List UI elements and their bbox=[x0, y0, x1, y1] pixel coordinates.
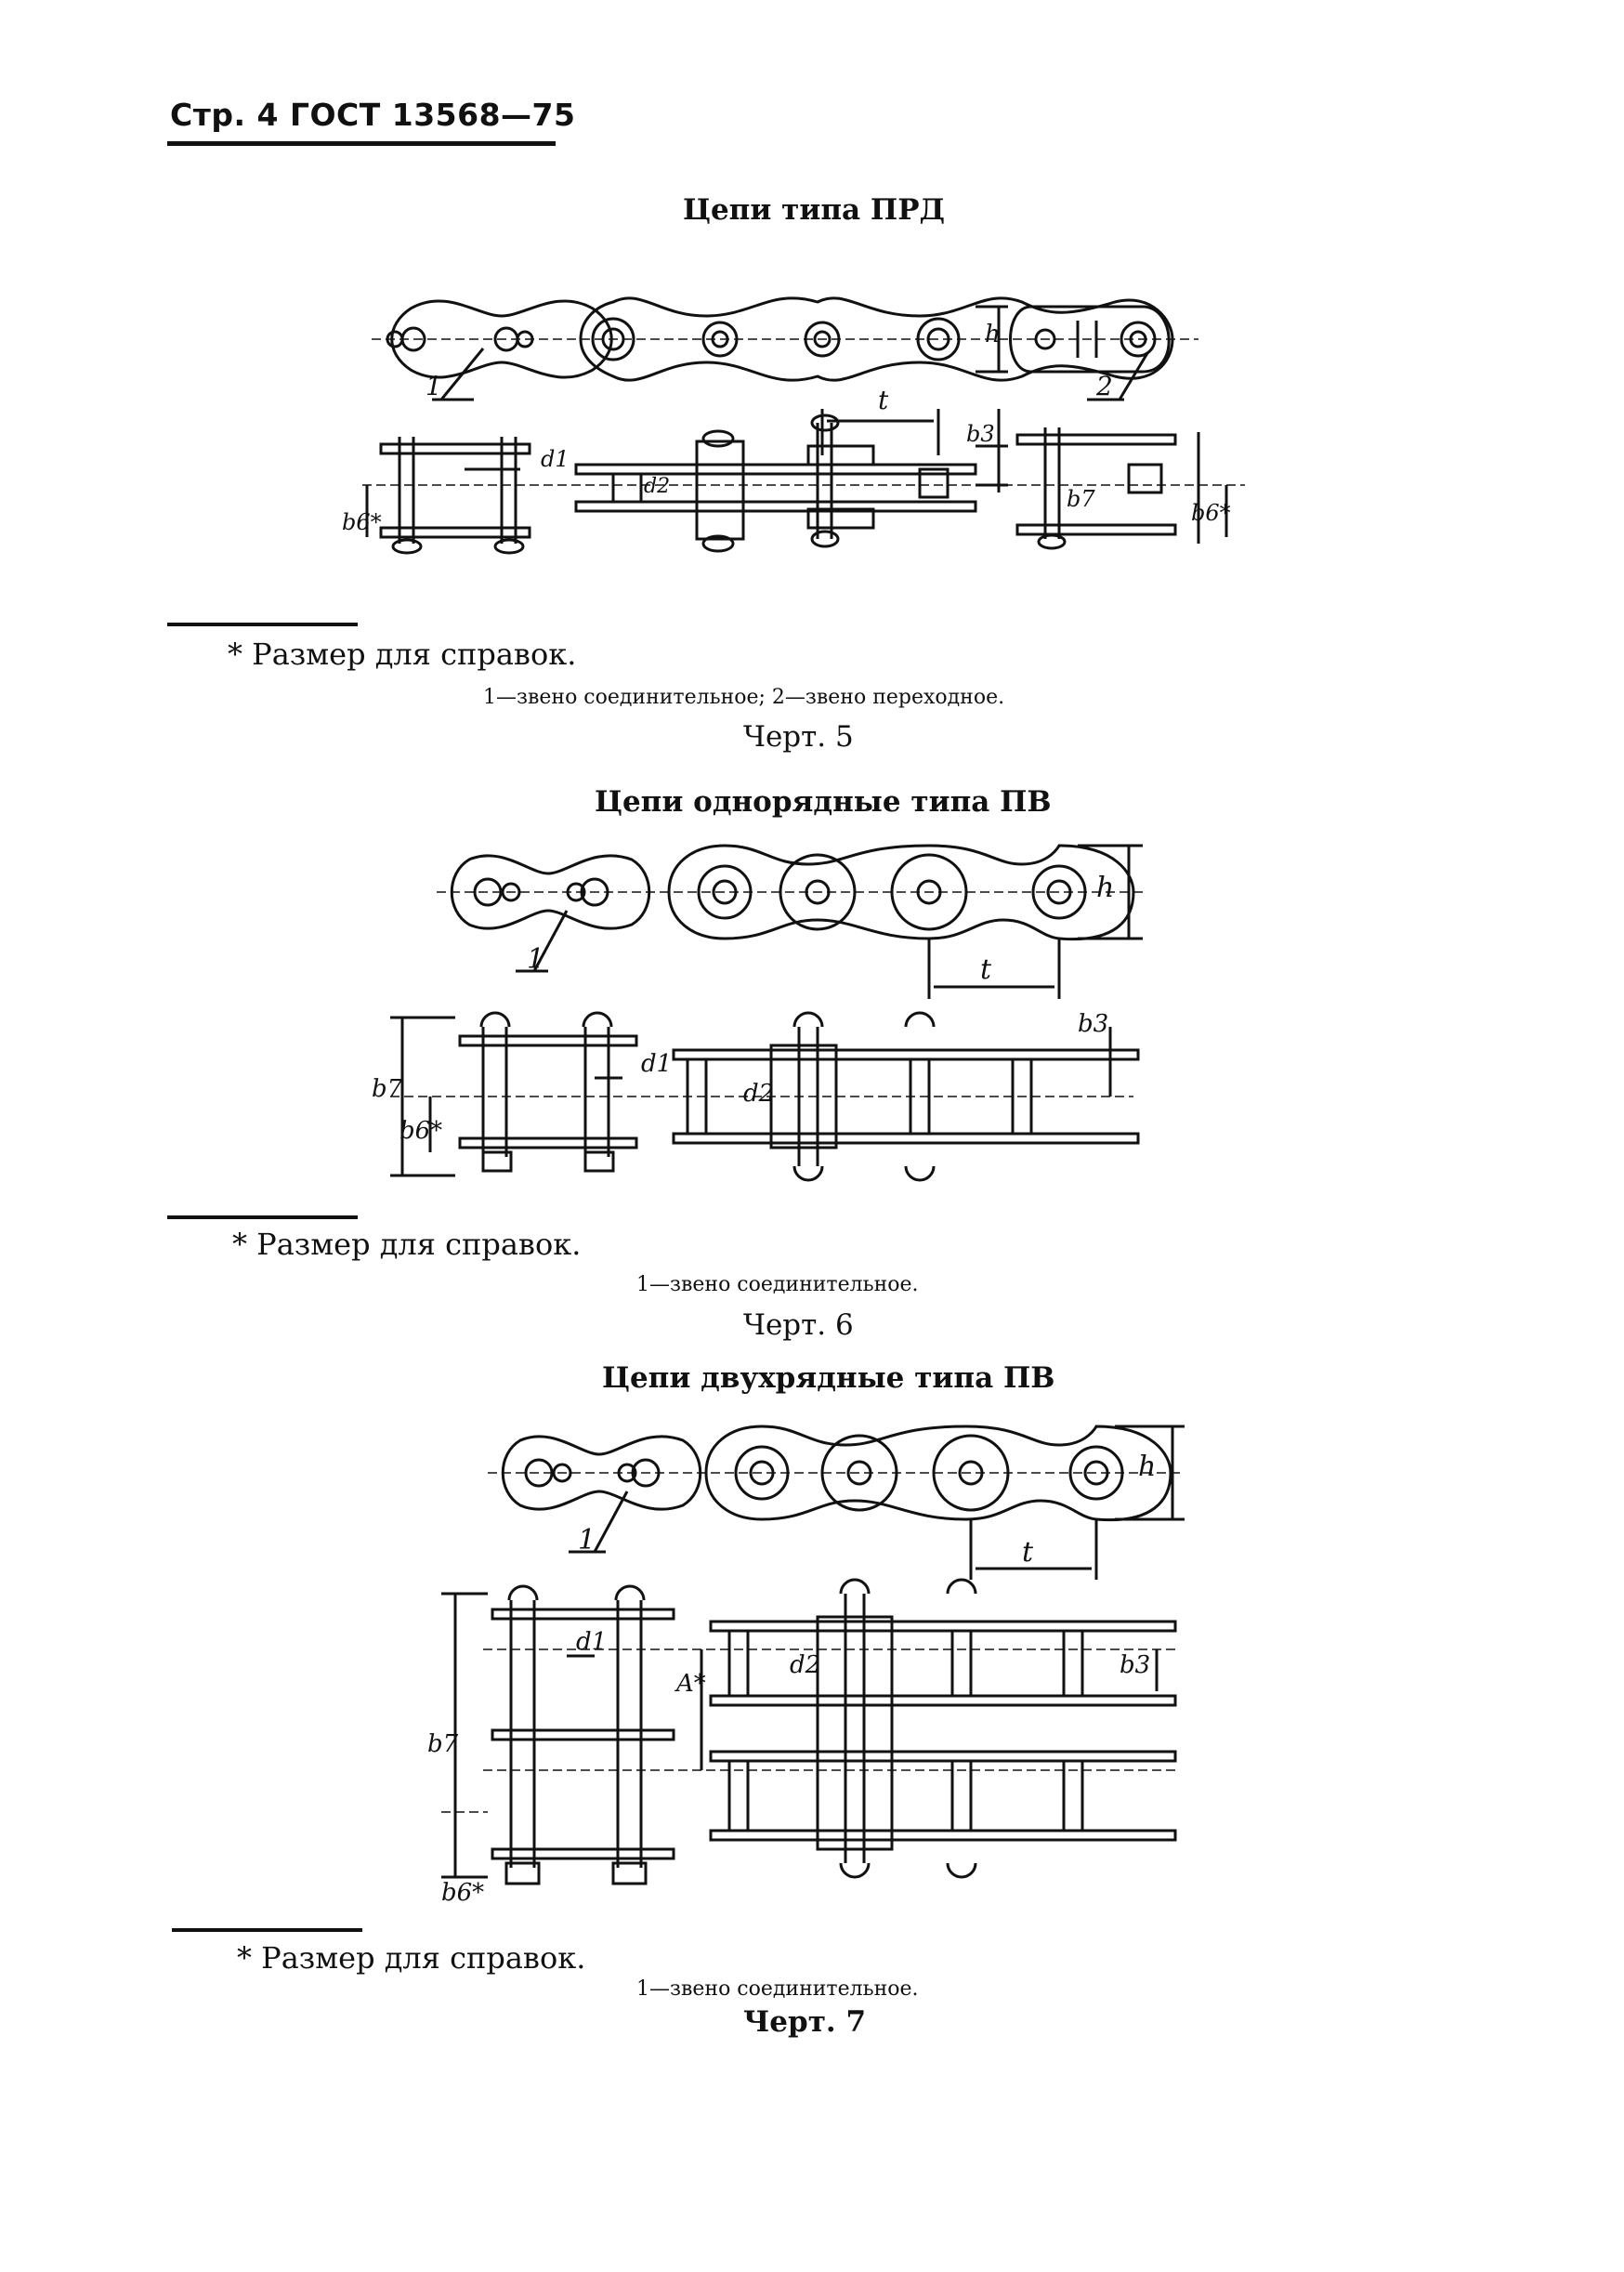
footnote-rule bbox=[167, 1215, 358, 1219]
pv2-chain-top-view bbox=[704, 1425, 1172, 1522]
dim-label-t: t bbox=[878, 385, 889, 415]
dim-label-h: h bbox=[1096, 872, 1114, 904]
dim-label-A: A* bbox=[674, 1670, 706, 1698]
figure-legend: 1—звено соединительное. bbox=[636, 1977, 919, 2001]
dim-label-h: h bbox=[985, 321, 1001, 348]
figure-legend: 1—звено соединительное. bbox=[636, 1273, 919, 1296]
drawing-pv-double: h t 1 d1 d2 b3 A* b7 b6* bbox=[427, 1425, 1185, 1907]
pv2-bottom-connecting bbox=[491, 1584, 675, 1885]
figure-legend: 1—звено соединительное; 2—звено переходн… bbox=[483, 686, 1005, 709]
dim-label-d2: d2 bbox=[790, 1651, 820, 1679]
dim-label-d2: d2 bbox=[743, 1080, 774, 1108]
drawing-pv-single: h t 1 d1 d2 b3 b7 b6* bbox=[372, 844, 1143, 1182]
prd-chain-top-view bbox=[579, 296, 1174, 382]
callout-2: 2 bbox=[1095, 371, 1113, 401]
page-header: Стр. 4 ГОСТ 13568—75 bbox=[170, 97, 576, 133]
pv1-chain-top-view bbox=[667, 844, 1135, 941]
dim-label-b6: b6* bbox=[441, 1879, 484, 1907]
footnote: * Размер для справок. bbox=[237, 1940, 586, 1976]
dim-label-b6: b6* bbox=[342, 509, 382, 535]
prd-bottom-connecting bbox=[379, 437, 531, 555]
figure-caption: Черт. 7 bbox=[743, 2005, 867, 2039]
footnote: * Размер для справок. bbox=[232, 1227, 582, 1262]
dim-label-b3: b3 bbox=[1078, 1010, 1108, 1038]
header-rule bbox=[167, 141, 556, 146]
dim-label-t: t bbox=[1022, 1536, 1034, 1569]
callout-1: 1 bbox=[527, 943, 544, 976]
pv2-bottom-main bbox=[709, 1578, 1177, 1879]
dim-label-d1: d1 bbox=[641, 1050, 672, 1078]
prd-bottom-main bbox=[574, 414, 977, 553]
dim-label-b7: b7 bbox=[372, 1075, 403, 1103]
footnote: * Размер для справок. bbox=[228, 637, 577, 672]
pv2-connecting-link-plate bbox=[501, 1435, 702, 1511]
section-title-pv-single: Цепи однорядные типа ПВ bbox=[595, 785, 1052, 819]
dim-label-b7: b7 bbox=[427, 1730, 459, 1758]
dim-label-b6: b6* bbox=[399, 1117, 442, 1145]
dim-label-b3: b3 bbox=[966, 421, 995, 447]
dim-label-t: t bbox=[980, 953, 992, 986]
figure-caption: Черт. 6 bbox=[743, 1308, 854, 1342]
dim-label-d1: d1 bbox=[576, 1628, 607, 1656]
pv1-bottom-connecting bbox=[458, 1011, 638, 1173]
drawing-prd: h t 1 2 d1 d2 b3 b6* b7 b6* bbox=[342, 296, 1245, 555]
dim-label-d1: d1 bbox=[541, 446, 570, 472]
prd-bottom-transition bbox=[1015, 427, 1177, 550]
dim-label-b3: b3 bbox=[1120, 1651, 1150, 1679]
section-title-prd: Цепи типа ПРД bbox=[683, 193, 946, 227]
footnote-rule bbox=[167, 623, 358, 626]
dim-label-d2: d2 bbox=[644, 475, 670, 498]
pv1-connecting-link-plate bbox=[450, 854, 651, 930]
section-title-pv-double: Цепи двухрядные типа ПВ bbox=[602, 1361, 1055, 1395]
dim-label-h: h bbox=[1138, 1451, 1156, 1483]
callout-1: 1 bbox=[578, 1524, 596, 1556]
dim-label-b7: b7 bbox=[1067, 486, 1095, 512]
prd-transition-link-plate bbox=[1009, 305, 1171, 374]
prd-connecting-link-plate bbox=[390, 299, 613, 379]
callout-1: 1 bbox=[426, 371, 442, 401]
dim-label-b6-right: b6* bbox=[1191, 500, 1231, 526]
figure-caption: Черт. 5 bbox=[743, 720, 854, 754]
footnote-rule bbox=[172, 1928, 362, 1932]
